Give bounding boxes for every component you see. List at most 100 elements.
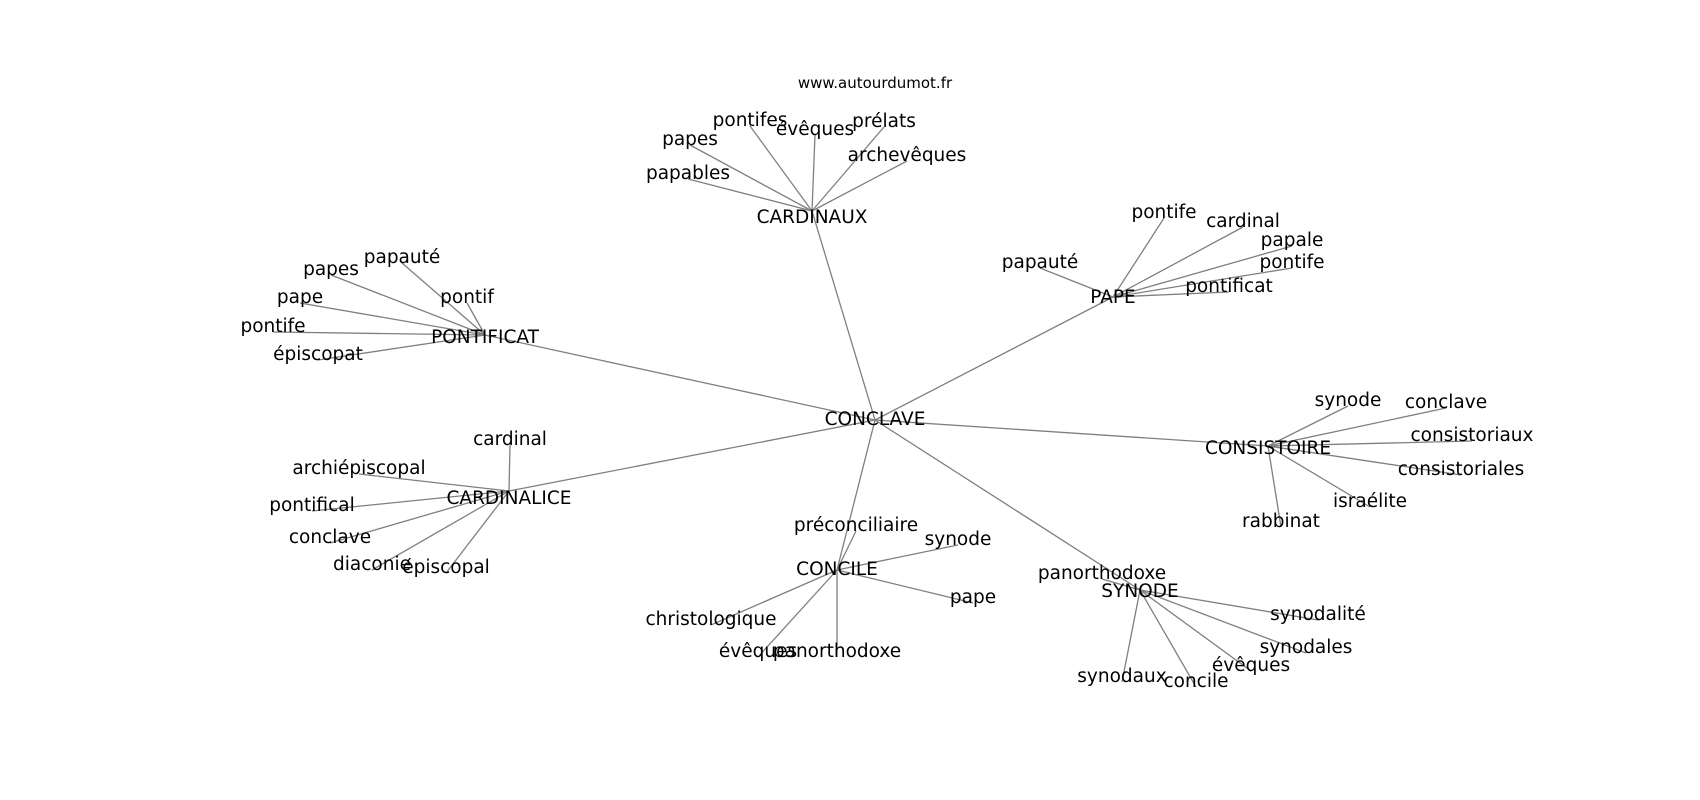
cluster-node-label: CARDINAUX xyxy=(757,207,868,228)
leaf-node-label: préconciliaire xyxy=(794,515,918,536)
leaf-node-label: concile xyxy=(1163,671,1228,692)
edge-center-6 xyxy=(874,419,1141,591)
leaf-node-label: prélats xyxy=(852,111,916,132)
cluster-node-label: CONSISTOIRE xyxy=(1205,438,1331,459)
leaf-node-label: pontifical xyxy=(269,495,354,516)
leaf-node-label: synode xyxy=(925,529,992,550)
edge-3-1 xyxy=(1267,407,1447,447)
edge-6-2 xyxy=(1139,589,1307,654)
edge-4-5 xyxy=(445,490,510,574)
labels: CONCLAVECARDINAUXpontifesévêquesprélatsp… xyxy=(240,110,1533,692)
leaf-node-label: évêques xyxy=(719,641,797,662)
edge-4-0 xyxy=(508,444,511,492)
leaf-node-label: pape xyxy=(950,587,996,608)
cluster-node-label: CONCILE xyxy=(796,559,878,580)
edge-5-4 xyxy=(757,569,838,658)
leaf-node-label: synodales xyxy=(1260,637,1353,658)
cluster-node-label: SYNODE xyxy=(1101,581,1178,602)
cluster-node-label: PAPE xyxy=(1090,287,1135,308)
edge-1-2 xyxy=(1039,267,1114,298)
leaf-node-label: pontifes xyxy=(713,110,788,131)
edge-center-3 xyxy=(874,419,1269,447)
edge-3-3 xyxy=(1267,445,1462,476)
leaf-node-label: pontificat xyxy=(1185,276,1273,297)
leaf-node-label: épiscopat xyxy=(273,344,363,365)
edge-2-3 xyxy=(466,302,486,336)
edge-4-3 xyxy=(329,490,510,544)
edge-5-2 xyxy=(836,569,974,604)
watermark: www.autourdumot.fr xyxy=(798,74,953,92)
leaf-node-label: papes xyxy=(662,129,718,150)
edge-1-4 xyxy=(1112,267,1293,298)
leaf-node-label: cardinal xyxy=(1206,211,1280,232)
edge-5-0 xyxy=(836,530,857,571)
leaf-node-label: pontif xyxy=(440,287,494,308)
edge-2-1 xyxy=(330,274,486,336)
leaf-node-label: papauté xyxy=(1002,252,1079,273)
edge-3-4 xyxy=(1267,445,1371,508)
leaf-node-label: archevêques xyxy=(848,145,967,166)
edge-3-5 xyxy=(1267,445,1282,528)
leaf-node-label: évêques xyxy=(776,119,854,140)
edge-2-2 xyxy=(299,302,486,336)
edge-4-1 xyxy=(358,473,510,492)
leaf-node-label: conclave xyxy=(289,527,371,548)
edge-4-4 xyxy=(371,490,510,571)
leaf-node-label: papables xyxy=(646,163,730,184)
edge-0-0 xyxy=(749,125,813,212)
leaf-node-label: papale xyxy=(1261,230,1324,251)
edge-0-4 xyxy=(811,160,908,212)
leaf-node-label: christologique xyxy=(645,609,776,630)
edge-1-5 xyxy=(1112,291,1230,298)
edge-5-3 xyxy=(710,569,838,626)
leaf-node-label: pape xyxy=(277,287,323,308)
edge-0-2 xyxy=(811,126,885,212)
edge-5-1 xyxy=(836,544,959,571)
edge-6-1 xyxy=(1139,589,1319,621)
leaf-node-label: conclave xyxy=(1405,392,1487,413)
leaf-node-label: papes xyxy=(303,259,359,280)
edge-center-5 xyxy=(836,419,876,571)
edge-4-2 xyxy=(311,490,510,512)
center-node-label: CONCLAVE xyxy=(825,409,926,430)
edge-2-5 xyxy=(317,334,486,361)
leaf-node-label: archiépiscopal xyxy=(292,458,425,479)
leaf-node-label: diaconie xyxy=(333,554,411,575)
leaf-node-label: synodalité xyxy=(1270,604,1366,625)
edge-3-2 xyxy=(1267,440,1473,447)
leaf-node-label: panorthodoxe xyxy=(1038,563,1166,584)
edge-6-4 xyxy=(1121,589,1141,683)
cluster-node-label: CARDINALICE xyxy=(447,488,572,509)
leaf-node-label: synodaux xyxy=(1077,666,1166,687)
leaf-node-label: épiscopal xyxy=(402,557,490,578)
leaf-node-label: évêques xyxy=(1212,655,1290,676)
edge-0-3 xyxy=(689,144,813,212)
leaf-node-label: pontife xyxy=(1259,252,1324,273)
leaf-node-label: pontife xyxy=(240,316,305,337)
leaf-node-label: pontife xyxy=(1131,202,1196,223)
edge-2-4 xyxy=(272,331,486,336)
edge-center-2 xyxy=(484,334,876,421)
edge-0-5 xyxy=(687,178,813,212)
edge-center-4 xyxy=(508,419,876,492)
edge-1-3 xyxy=(1112,245,1293,298)
leaf-node-label: consistoriaux xyxy=(1411,425,1534,446)
cluster-node-label: PONTIFICAT xyxy=(431,327,540,348)
edge-1-0 xyxy=(1112,217,1165,298)
edge-6-0 xyxy=(1101,578,1141,591)
edge-center-0 xyxy=(811,210,876,421)
edge-center-1 xyxy=(874,296,1114,421)
leaf-node-label: israélite xyxy=(1333,491,1407,512)
edge-6-3 xyxy=(1139,589,1252,672)
edge-0-1 xyxy=(811,134,816,212)
leaf-node-label: rabbinat xyxy=(1242,511,1320,532)
leaf-node-label: papauté xyxy=(364,247,441,268)
edges xyxy=(272,125,1473,688)
leaf-node-label: panorthodoxe xyxy=(773,641,901,662)
edge-1-1 xyxy=(1112,226,1244,298)
edge-6-5 xyxy=(1139,589,1197,688)
leaf-node-label: consistoriales xyxy=(1398,459,1524,480)
edge-2-0 xyxy=(401,262,486,336)
leaf-node-label: synode xyxy=(1315,390,1382,411)
